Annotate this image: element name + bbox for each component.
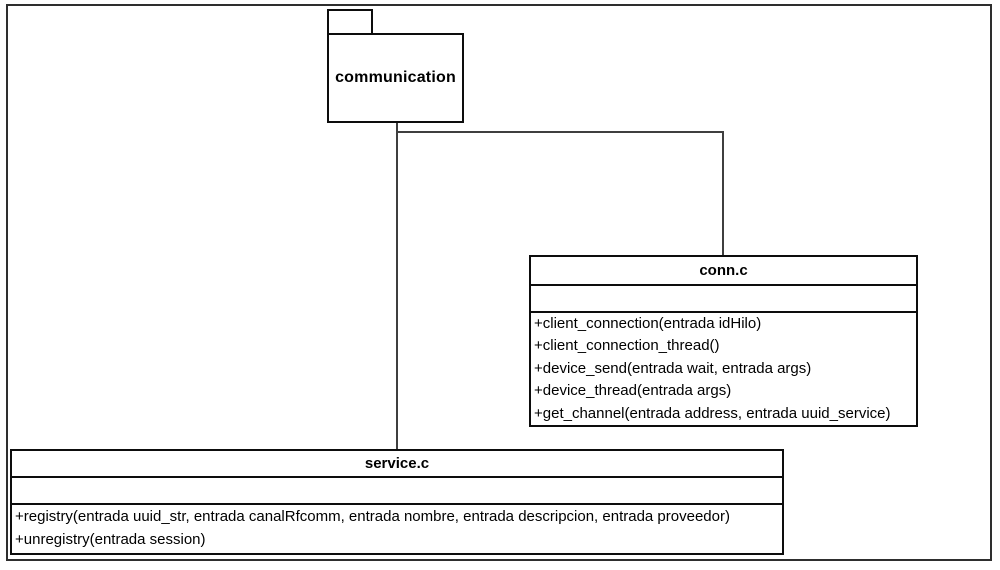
connector-package-to-service	[396, 121, 398, 450]
method-line: +get_channel(entrada address, entrada uu…	[534, 404, 891, 422]
method-line: +client_connection_thread()	[534, 337, 720, 355]
class-box-conn: conn.c +client_connection(entrada idHilo…	[529, 255, 918, 427]
package-communication: communication	[327, 33, 464, 123]
package-name-label: communication	[335, 69, 456, 86]
diagram-outer-border	[6, 4, 992, 561]
class-methods-service: +registry(entrada uuid_str, entrada cana…	[12, 505, 782, 553]
method-line: +registry(entrada uuid_str, entrada cana…	[15, 508, 730, 525]
class-methods-conn: +client_connection(entrada idHilo) +clie…	[531, 313, 916, 425]
class-box-service: service.c +registry(entrada uuid_str, en…	[10, 449, 784, 555]
method-line: +client_connection(entrada idHilo)	[534, 314, 762, 332]
method-line: +device_thread(entrada args)	[534, 382, 732, 400]
class-attributes-service	[12, 478, 782, 505]
package-tab	[327, 9, 373, 36]
method-line: +device_send(entrada wait, entrada args)	[534, 359, 812, 377]
class-title-conn: conn.c	[531, 257, 916, 287]
method-line: +unregistry(entrada session)	[15, 530, 206, 548]
connector-branch-horizontal	[396, 131, 724, 133]
class-title-service: service.c	[12, 451, 782, 478]
class-attributes-conn	[531, 286, 916, 313]
connector-branch-to-conn	[722, 131, 724, 257]
